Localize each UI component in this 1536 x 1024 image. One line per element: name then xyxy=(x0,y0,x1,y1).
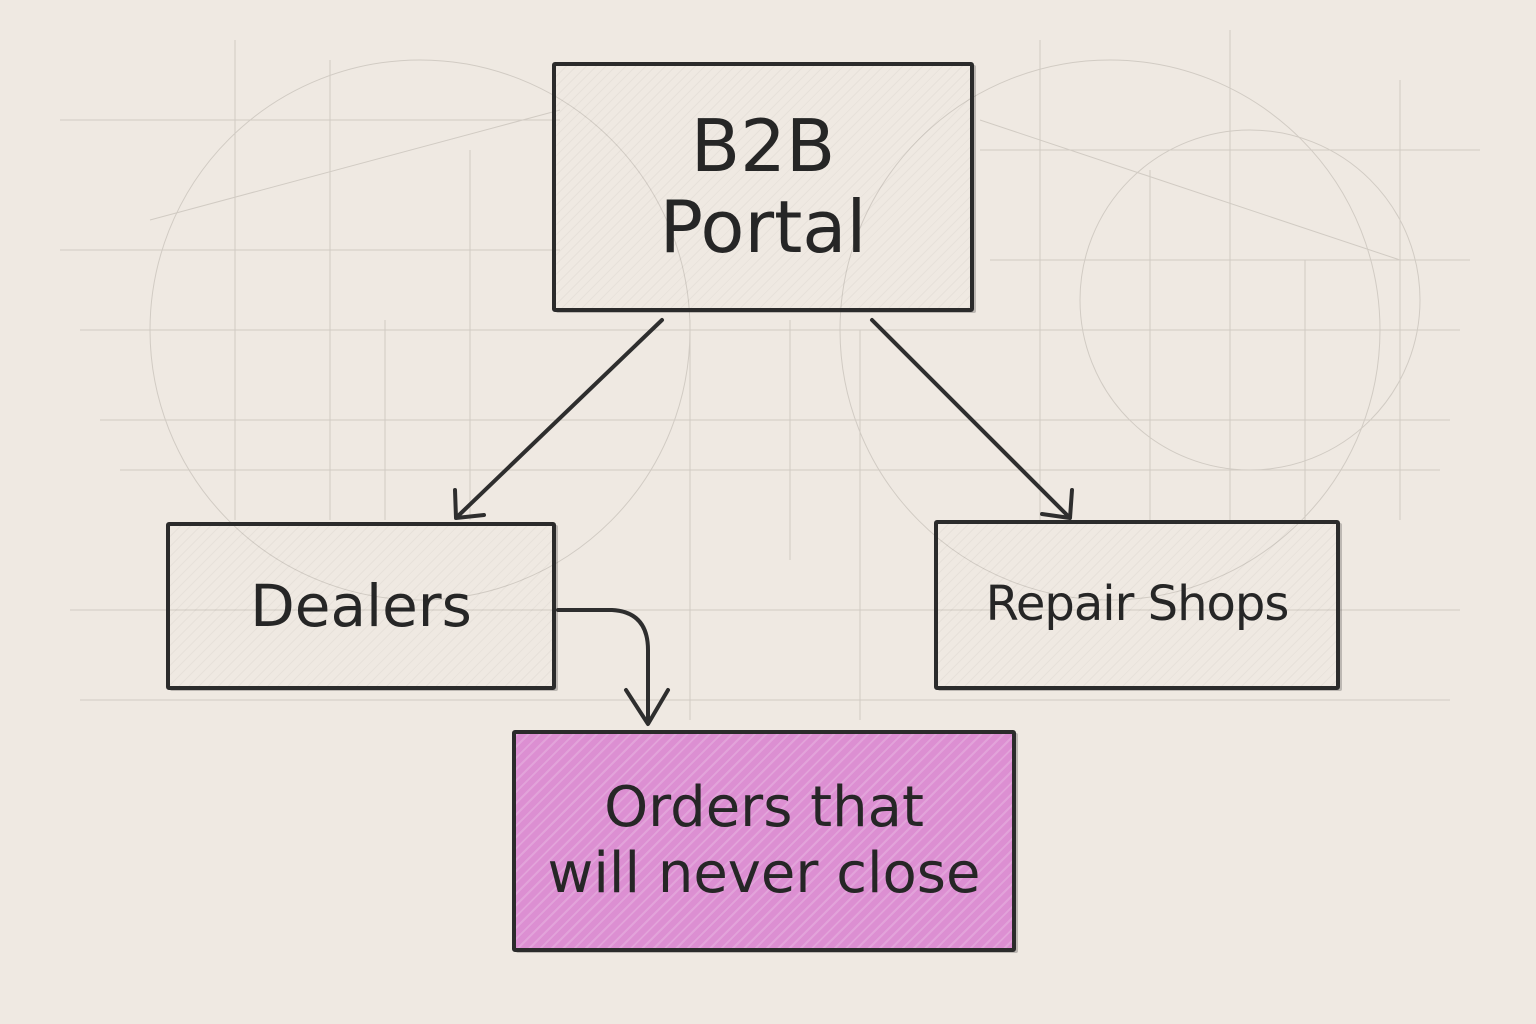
node-orders-never-close-label: Orders that will never close xyxy=(547,774,981,906)
node-dealers-label: Dealers xyxy=(250,571,472,640)
node-repair-shops-label: Repair Shops xyxy=(985,576,1290,633)
node-b2b-portal-label: B2B Portal xyxy=(659,104,867,269)
node-dealers: Dealers xyxy=(166,522,556,690)
node-repair-shops: Repair Shops xyxy=(934,520,1340,690)
node-orders-never-close: Orders that will never close xyxy=(512,730,1016,952)
node-b2b-portal: B2B Portal xyxy=(552,62,974,312)
